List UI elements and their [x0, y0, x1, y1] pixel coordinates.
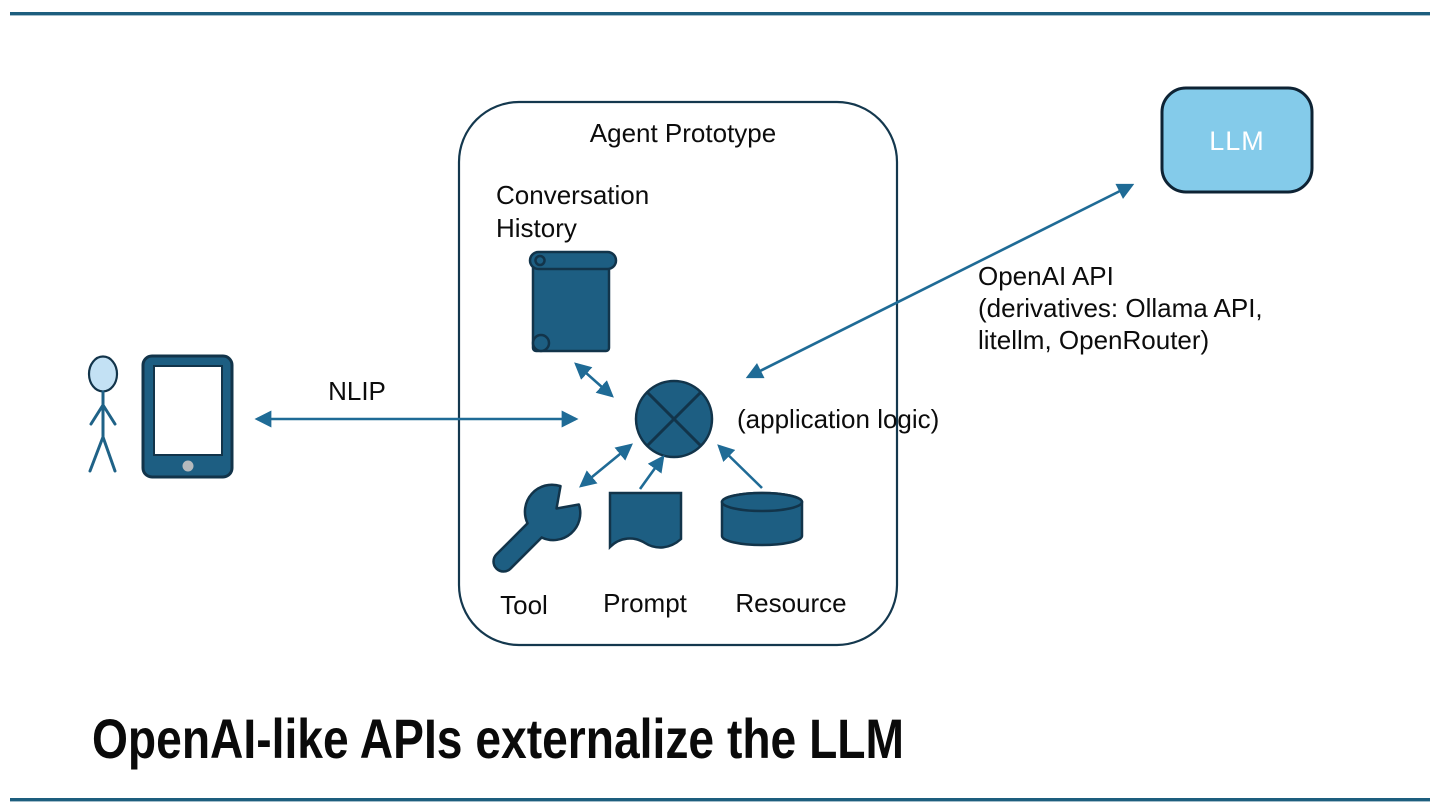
user-arms [89, 403, 117, 426]
openai-api-line2: (derivatives: Ollama API, [978, 293, 1263, 323]
prompt-icon [608, 491, 683, 551]
resource-cylinder-top [720, 491, 804, 513]
prompt-item: Prompt [603, 491, 688, 618]
user-head [87, 355, 119, 393]
bottom-rule [10, 798, 1430, 802]
slide-title: OpenAI-like APIs externalize the LLM [92, 707, 904, 770]
conversation-history-line1: Conversation [496, 180, 649, 210]
arrow-tool-hub [579, 443, 633, 488]
scroll-bottom-curl [531, 333, 551, 353]
user-legs [88, 435, 117, 473]
top-rule [10, 12, 1430, 16]
hub-x-line2 [645, 390, 703, 448]
nlip-connection: NLIP [254, 376, 579, 428]
tool-label: Tool [500, 590, 548, 620]
scroll-top-roll [528, 250, 618, 271]
llm-box-shape [1160, 86, 1314, 194]
agent-prototype-title: Agent Prototype [590, 118, 776, 148]
resource-label: Resource [735, 588, 846, 618]
llm-label: LLM [1209, 126, 1265, 156]
user-figure [87, 355, 119, 473]
wrench-icon [492, 483, 582, 573]
openai-api-line1: OpenAI API [978, 261, 1114, 291]
application-logic-label: (application logic) [737, 404, 939, 434]
tool-item: Tool [492, 483, 582, 620]
scroll-top-curl [534, 254, 546, 267]
llm-box: LLM [1160, 86, 1314, 194]
arrow-prompt-hub [638, 454, 665, 490]
arrow-history-hub [574, 362, 614, 398]
resource-item: Resource [720, 491, 847, 618]
tablet-icon [141, 354, 234, 479]
openai-api-label: OpenAI API (derivatives: Ollama API, lit… [978, 261, 1263, 355]
conversation-history-line2: History [496, 213, 577, 243]
application-logic-hub: (application logic) [634, 379, 939, 459]
tablet-home-button [182, 460, 194, 472]
prompt-label: Prompt [603, 588, 688, 618]
wrench-path [492, 483, 582, 573]
scroll-icon [528, 250, 618, 353]
tablet-screen [153, 365, 223, 456]
arrow-hub-llm [745, 183, 1135, 379]
openai-api-line3: litellm, OpenRouter) [978, 325, 1209, 355]
nlip-label: NLIP [328, 376, 386, 406]
arrow-resource-hub [717, 444, 763, 489]
conversation-history-label: Conversation History [496, 180, 649, 243]
